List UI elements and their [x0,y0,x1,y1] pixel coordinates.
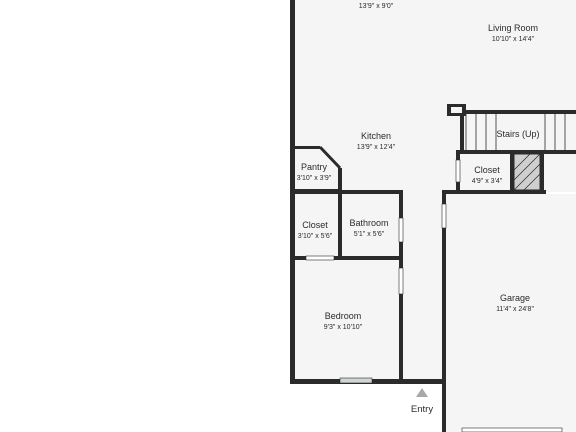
entry-marker-icon [416,388,428,397]
kitchen-name: Kitchen [361,131,391,141]
entry-label: Entry [411,404,433,415]
room-labels: 13'9" x 9'0" Living Room 10'10" x 14'4" … [297,3,540,415]
windows [305,159,563,432]
closet-left-name: Closet [302,220,328,230]
kitchen-dim: 13'9" x 12'4" [357,144,396,151]
bathroom-dim: 5'1" x 5'6" [354,231,385,238]
living-room-name: Living Room [488,23,538,33]
living-room-dim: 10'10" x 14'4" [492,36,535,43]
bathroom-name: Bathroom [349,218,388,228]
hatched-block [513,153,541,191]
garage-dim: 11'4" x 24'8" [496,306,534,313]
top-room-dim: 13'9" x 9'0" [359,3,394,10]
pantry-name: Pantry [301,162,328,172]
closet-right-name: Closet [474,165,500,175]
bedroom-name: Bedroom [325,311,362,321]
closet-right-dim: 4'9" x 3'4" [472,178,503,185]
closet-left-dim: 3'10" x 5'6" [298,233,333,240]
pantry-door [318,145,342,170]
stairs-treads [465,114,566,150]
garage-name: Garage [500,293,530,303]
pantry-dim: 3'10" x 3'9" [297,175,332,182]
bedroom-dim: 9'3" x 10'10" [324,324,363,331]
floor-areas [292,0,576,432]
stairs-name: Stairs (Up) [496,129,539,139]
